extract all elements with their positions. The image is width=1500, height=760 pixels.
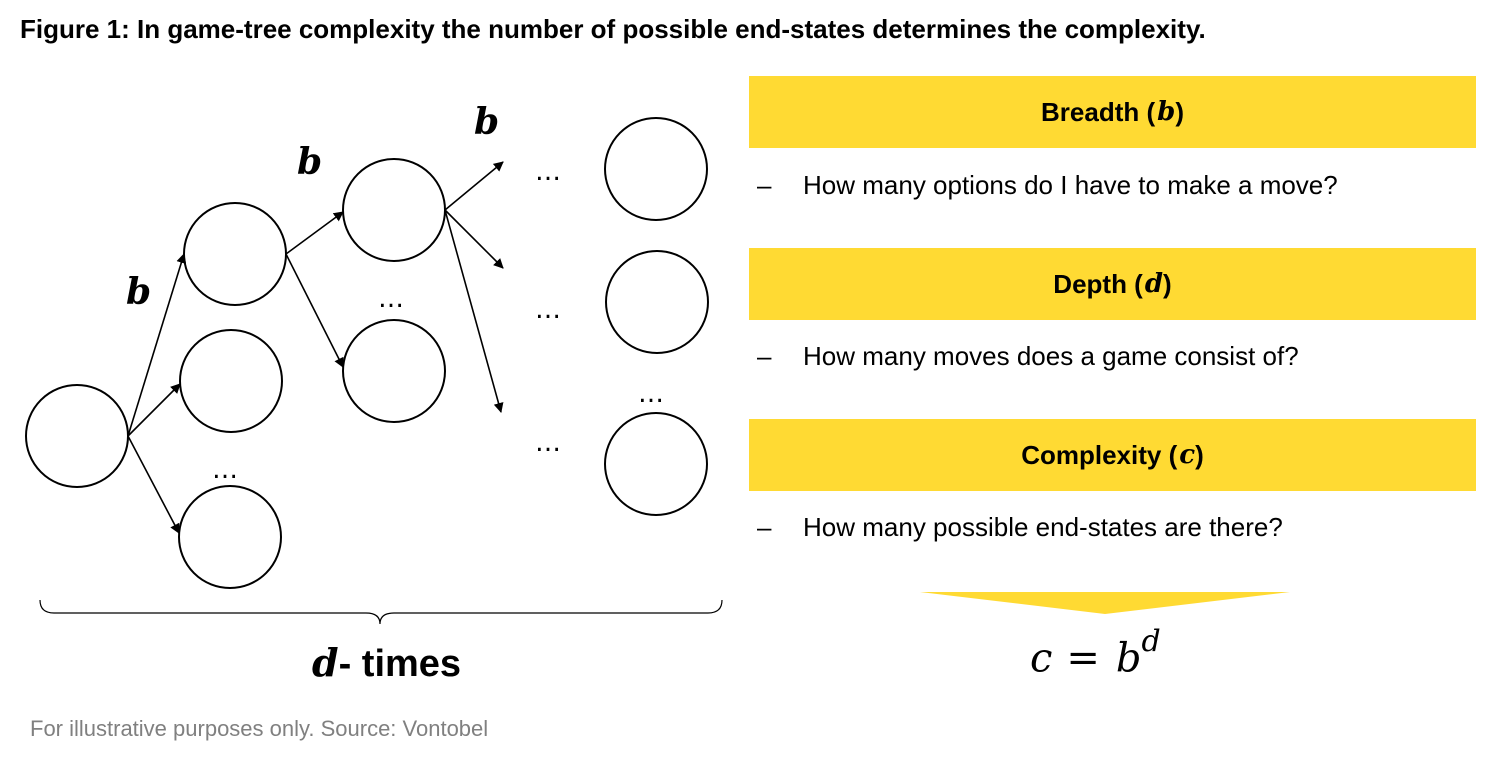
ellipsis-leaves: …: [638, 379, 664, 409]
edge-root-to-middle: [127, 383, 181, 437]
level1-node-bottom: [178, 485, 282, 589]
ellipsis-branch-a: …: [535, 157, 561, 187]
complexity-formula: c=bd: [1030, 624, 1161, 682]
level2-node-top: [342, 158, 446, 262]
ellipsis-branch-c: …: [535, 428, 561, 458]
breadth-band: Breadth (b): [749, 76, 1476, 148]
branch-label-1: b: [126, 271, 151, 313]
ellipsis-level2: …: [378, 284, 404, 314]
level1-node-top: [183, 202, 287, 306]
leaf-node-middle: [605, 250, 709, 354]
leaf-node-bottom: [604, 412, 708, 516]
depth-question: –How many moves does a game consist of?: [757, 341, 1299, 371]
complexity-question: –How many possible end-states are there?: [757, 512, 1283, 542]
breadth-question: –How many options do I have to make a mo…: [757, 170, 1338, 200]
edge-root-to-top: [127, 253, 187, 437]
leaf-node-top: [604, 117, 708, 221]
edge-l2-to-b: [444, 209, 504, 269]
depth-band: Depth (d): [749, 248, 1476, 320]
level1-node-middle: [179, 329, 283, 433]
edge-root-to-bottom: [127, 435, 180, 534]
edge-l1-to-l2-bottom: [285, 253, 344, 368]
branch-label-3: b: [474, 101, 499, 143]
depth-brace: [39, 599, 723, 625]
figure-title: Figure 1: In game-tree complexity the nu…: [20, 14, 1206, 44]
branch-label-2: b: [297, 141, 322, 183]
game-tree-diagram: b b b … … … … … …: [25, 101, 723, 625]
level2-node-bottom: [342, 319, 446, 423]
edge-l2-to-a: [444, 161, 504, 211]
edge-l2-to-c: [444, 209, 504, 413]
edge-l1-to-l2-top: [285, 211, 344, 255]
source-note: For illustrative purposes only. Source: …: [30, 716, 489, 741]
ellipsis-level1: …: [212, 455, 238, 485]
root-node: [25, 384, 129, 488]
ellipsis-branch-b: …: [535, 295, 561, 325]
depth-times-label: d- times: [312, 640, 462, 685]
complexity-band: Complexity (c): [749, 419, 1476, 491]
funnel-arrow: [920, 592, 1290, 614]
